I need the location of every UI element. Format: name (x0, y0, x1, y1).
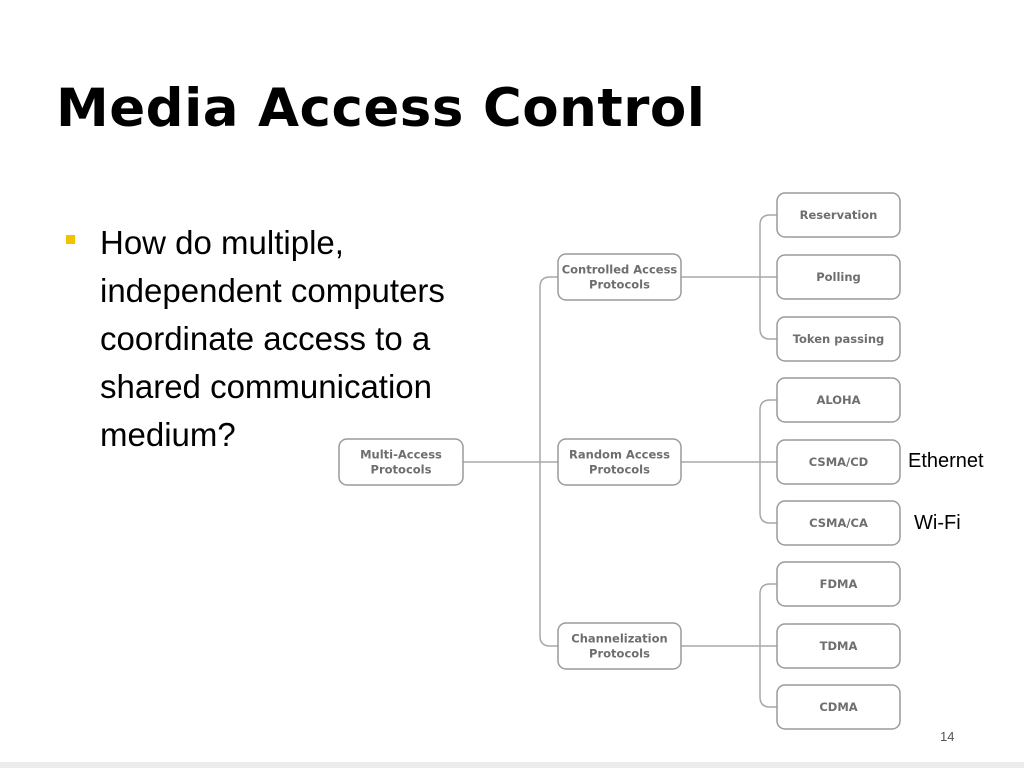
annotation-wifi: Wi-Fi (914, 512, 961, 534)
category-channelization-protocols-label: Channelization (571, 632, 667, 646)
protocol-fdma-label: FDMA (820, 577, 858, 591)
protocol-aloha: ALOHA (776, 377, 901, 423)
protocol-reservation-label: Reservation (800, 208, 878, 222)
category-random-access-protocols-label: Protocols (589, 463, 650, 477)
protocol-token-passing: Token passing (776, 316, 901, 362)
protocol-csma-ca-label: CSMA/CA (809, 516, 868, 530)
protocol-aloha-label: ALOHA (816, 393, 860, 407)
category-channelization-protocols-bracket (759, 583, 777, 708)
protocol-reservation: Reservation (776, 192, 901, 238)
slide-title: Media Access Control (56, 78, 706, 139)
bullet-marker (66, 235, 75, 244)
category-random-access-protocols-label: Random Access (569, 448, 670, 462)
protocol-polling: Polling (776, 254, 901, 300)
protocol-csma-ca: CSMA/CA (776, 500, 901, 546)
category-controlled-access-protocols-bracket (759, 214, 777, 340)
nodes: Controlled AccessProtocolsReservationPol… (338, 192, 901, 730)
category-controlled-access-protocols-label: Controlled Access (562, 263, 678, 277)
connectors (463, 214, 777, 708)
bottom-band (0, 762, 1024, 768)
root-multi-access-protocols-label: Multi-Access (360, 448, 442, 462)
protocol-tdma: TDMA (776, 623, 901, 669)
category-random-access-protocols-bracket (759, 399, 777, 524)
connector-root-trunk (539, 276, 558, 647)
protocol-csma-cd-label: CSMA/CD (809, 455, 868, 469)
protocol-polling-label: Polling (816, 270, 861, 284)
protocol-cdma-label: CDMA (819, 700, 857, 714)
protocol-csma-cd: CSMA/CD (776, 439, 901, 485)
protocol-tdma-label: TDMA (820, 639, 858, 653)
category-controlled-access-protocols-label: Protocols (589, 278, 650, 292)
page-number: 14 (940, 729, 955, 744)
protocol-fdma: FDMA (776, 561, 901, 607)
annotation-ethernet: Ethernet (908, 450, 984, 472)
bullet-text: How do multiple, independent computers c… (100, 224, 445, 453)
protocol-cdma: CDMA (776, 684, 901, 730)
protocol-token-passing-label: Token passing (793, 332, 885, 346)
category-channelization-protocols-label: Protocols (589, 647, 650, 661)
root-multi-access-protocols-label: Protocols (371, 463, 432, 477)
